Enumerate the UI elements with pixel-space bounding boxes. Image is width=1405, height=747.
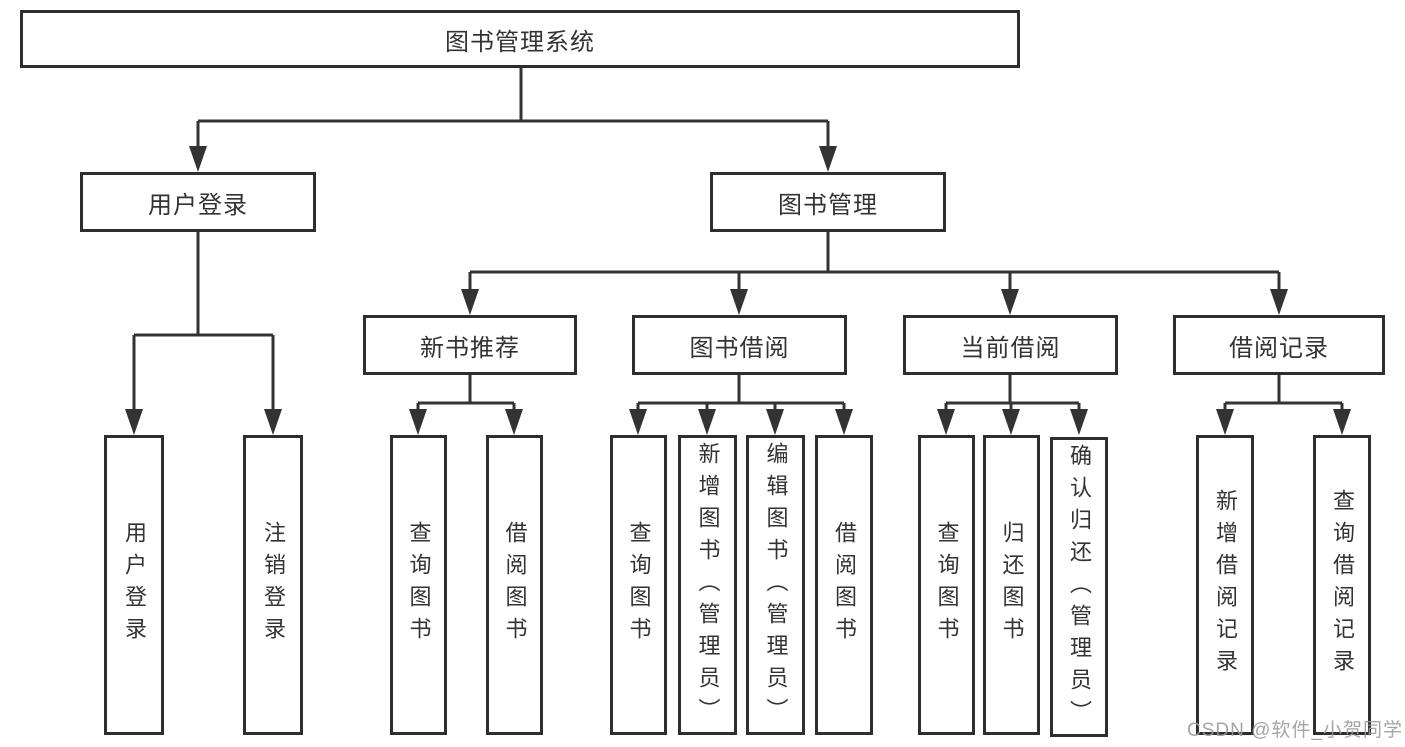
arrow-down-icon bbox=[629, 409, 647, 435]
watermark: CSDN @软件_小贺同学 bbox=[1187, 720, 1403, 741]
node-current-borrow: 当前借阅 bbox=[903, 315, 1118, 375]
connector-line bbox=[1223, 375, 1344, 410]
arrow-down-icon bbox=[1001, 289, 1019, 315]
leaf-bb-query-books: 查询图书 bbox=[610, 435, 667, 735]
arrowheads-group bbox=[125, 146, 1351, 435]
arrow-down-icon bbox=[1070, 409, 1088, 435]
arrow-down-icon bbox=[937, 409, 955, 435]
leaf-br-query-record: 查询借阅记录 bbox=[1313, 435, 1371, 735]
node-new-book-recommend: 新书推荐 bbox=[363, 315, 577, 375]
arrow-down-icon bbox=[819, 146, 837, 172]
connector-line bbox=[944, 375, 1081, 410]
connector-line bbox=[468, 232, 1281, 290]
arrow-down-icon bbox=[409, 409, 427, 435]
node-root: 图书管理系统 bbox=[20, 10, 1020, 68]
leaf-br-add-record: 新增借阅记录 bbox=[1196, 435, 1254, 735]
arrow-down-icon bbox=[264, 409, 282, 435]
arrow-down-icon bbox=[766, 409, 784, 435]
connector-line bbox=[132, 232, 275, 410]
leaf-cb-query-books: 查询图书 bbox=[918, 435, 975, 735]
leaf-bb-add-books-admin: 新增图书（管理员） bbox=[678, 435, 737, 735]
node-borrow-records: 借阅记录 bbox=[1173, 315, 1385, 375]
connector-lines-group bbox=[132, 68, 1344, 410]
arrow-down-icon bbox=[125, 409, 143, 435]
arrow-down-icon bbox=[730, 289, 748, 315]
leaf-cb-return-books: 归还图书 bbox=[983, 435, 1040, 735]
leaf-logout: 注销登录 bbox=[243, 435, 303, 735]
leaf-nbr-query-books: 查询图书 bbox=[390, 435, 447, 735]
node-book-management: 图书管理 bbox=[710, 172, 946, 232]
arrow-down-icon bbox=[461, 289, 479, 315]
leaf-user-login: 用户登录 bbox=[104, 435, 164, 735]
leaf-bb-edit-books-admin: 编辑图书（管理员） bbox=[746, 435, 805, 735]
connector-line bbox=[416, 375, 516, 410]
node-user-login: 用户登录 bbox=[80, 172, 316, 232]
leaf-bb-borrow-books: 借阅图书 bbox=[815, 435, 873, 735]
leaf-nbr-borrow-books: 借阅图书 bbox=[486, 435, 543, 735]
connector-line bbox=[636, 375, 846, 410]
connector-line bbox=[196, 68, 830, 148]
arrow-down-icon bbox=[505, 409, 523, 435]
node-book-borrow: 图书借阅 bbox=[632, 315, 847, 375]
arrow-down-icon bbox=[1270, 289, 1288, 315]
arrow-down-icon bbox=[189, 146, 207, 172]
arrow-down-icon bbox=[1333, 409, 1351, 435]
arrow-down-icon bbox=[698, 409, 716, 435]
leaf-cb-confirm-return-admin: 确认归还（管理员） bbox=[1050, 437, 1108, 737]
arrow-down-icon bbox=[1002, 409, 1020, 435]
arrow-down-icon bbox=[1216, 409, 1234, 435]
arrow-down-icon bbox=[835, 409, 853, 435]
